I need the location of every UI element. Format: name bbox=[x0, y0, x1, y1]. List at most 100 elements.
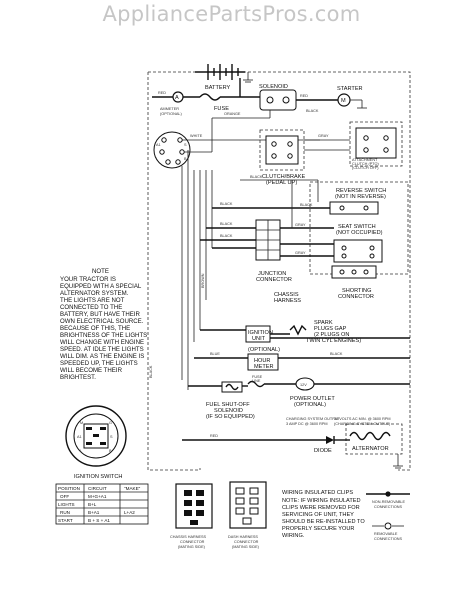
reverse-label-1: REVERSE SWITCH bbox=[336, 188, 386, 194]
note-line-2: ALTERNATOR SYSTEM. bbox=[60, 290, 129, 297]
reverse-switch: REVERSE SWITCH (NOT IN REVERSE) bbox=[329, 188, 386, 215]
wire-label-gray-2: GRAY bbox=[295, 223, 306, 227]
note-line-13: WILL BECOME THEIR bbox=[60, 367, 123, 374]
note-line-14: BRIGHTEST. bbox=[60, 374, 96, 381]
wire-label-orange: ORANGE bbox=[224, 112, 241, 116]
note-line-5: BATTERY, BUT HAVE THEIR bbox=[60, 311, 141, 318]
clutch-label-1: CLUTCH/BRAKE bbox=[262, 174, 305, 180]
wire-label-black-1: BLACK bbox=[220, 202, 233, 206]
clips-line-3: SERVICING OF UNIT, THEY bbox=[282, 512, 354, 518]
wire-label-brown: BROWN bbox=[201, 273, 205, 288]
shorting-connector: SHORTING CONNECTOR bbox=[331, 265, 377, 300]
dash-connector-label-2: CONNECTOR bbox=[234, 540, 259, 544]
note-heading: NOTE bbox=[92, 268, 109, 275]
charging-label-2: 3 AMP DC @ 3600 RPM bbox=[286, 422, 328, 426]
junction-label-2: CONNECTOR bbox=[256, 277, 292, 283]
legend: NON-REMOVABLE CONNECTIONS REMOVABLE CONN… bbox=[366, 491, 410, 541]
ground-symbol bbox=[243, 72, 253, 83]
wire-label-gray: GRAY bbox=[318, 134, 329, 138]
spark-label-2: PLUGS GAP bbox=[314, 326, 347, 332]
hour-label-1: (OPTIONAL) bbox=[248, 347, 280, 353]
ignition-unit: IGNITION UNIT bbox=[245, 325, 273, 343]
legend-removable-2: CONNECTIONS bbox=[374, 537, 403, 541]
dash-connector-label-1: DASH HARNESS bbox=[228, 535, 258, 539]
svg-text:M: M bbox=[80, 421, 83, 425]
spark-plug: SPARK PLUGS GAP (2 PLUGS ON TWIN CYL ENG… bbox=[289, 320, 361, 344]
reverse-label-2: (NOT IN REVERSE) bbox=[335, 194, 386, 200]
note-line-6: OWN ELECTRICAL SOURCE. bbox=[60, 318, 144, 325]
legend-non-removable-1: NON-REMOVABLE bbox=[372, 500, 406, 504]
wire-label-white: WHITE bbox=[190, 134, 203, 138]
shorting-label-2: CONNECTOR bbox=[338, 294, 374, 300]
wire-label-blue: BLUE bbox=[210, 352, 220, 356]
starter-symbol: M bbox=[341, 98, 346, 104]
charging-label-3: 20 VOLTS AC MIN. @ 3600 RPM bbox=[334, 417, 391, 421]
table-header-make: "MAKE" bbox=[124, 486, 141, 491]
note-block: NOTE YOUR TRACTOR IS EQUIPPED WITH A SPE… bbox=[60, 268, 147, 381]
note-line-10: SPEED. AT IDLE THE LIGHTS bbox=[60, 346, 144, 353]
chassis-connector-label-2: CONNECTOR bbox=[180, 540, 205, 544]
note-line-8: BRIGHTNESS OF THE LIGHTS bbox=[60, 332, 147, 339]
wire-label-black-6: BLACK bbox=[330, 352, 343, 356]
alternator-label: ALTERNATOR bbox=[352, 446, 389, 452]
table-header-circuit: CIRCUIT bbox=[88, 486, 107, 491]
svg-text:S: S bbox=[184, 143, 187, 147]
power-outlet: 12V POWER OUTLET (OPTIONAL) bbox=[290, 377, 335, 408]
note-line-1: EQUIPPED WITH A SPECIAL bbox=[60, 283, 142, 290]
note-line-7: BECAUSE OF THIS, THE bbox=[60, 325, 130, 332]
ammeter-sub-label: (OPTIONAL) bbox=[160, 112, 182, 116]
note-line-3: THE LIGHTS ARE NOT bbox=[60, 297, 125, 304]
note-line-12: SPEEDED UP, THE LIGHTS bbox=[60, 360, 138, 367]
wire-label-black-5: BLACK bbox=[250, 175, 263, 179]
harness-outline bbox=[147, 71, 411, 471]
chassis-harness-connector: CHASSIS HARNESS CONNECTOR (MATING SIDE) bbox=[170, 483, 213, 549]
hour-label-2: HOUR bbox=[254, 358, 270, 364]
junction-label-1: JUNCTION bbox=[258, 271, 286, 277]
switch-table: POSITION CIRCUIT "MAKE" OFF M+G+A1 LIGHT… bbox=[55, 483, 149, 525]
wire-label-gray-3: GRAY bbox=[295, 251, 306, 255]
ignition-switch-diagram: M G A1 S L B IGNITION SWITCH bbox=[65, 405, 127, 480]
power-outlet-label-1: POWER OUTLET bbox=[290, 396, 335, 402]
fuse: FUSE bbox=[199, 93, 229, 112]
table-cell: M+G+A1 bbox=[88, 494, 107, 499]
fuse-line-label-2: LINE bbox=[252, 379, 261, 383]
spark-label-3: (2 PLUGS ON bbox=[314, 332, 349, 338]
fuel-label-1: FUEL SHUT-OFF bbox=[206, 402, 250, 408]
battery-label: BATTERY bbox=[205, 85, 231, 91]
chassis-connector-label-1: CHASSIS HARNESS bbox=[170, 535, 207, 539]
wire-label-red-2: RED bbox=[210, 434, 218, 438]
dash-harness-connector: DASH HARNESS CONNECTOR (MATING SIDE) bbox=[228, 481, 267, 549]
note-line-11: WILL DIM. AS THE ENGINE IS bbox=[60, 353, 144, 360]
wire-label-red-starter: RED bbox=[300, 94, 308, 98]
note-line-0: YOUR TRACTOR IS bbox=[60, 276, 116, 283]
wire-label-black-3: BLACK bbox=[220, 234, 233, 238]
spark-label-1: SPARK bbox=[314, 320, 333, 326]
clips-line-6: WIRING. bbox=[282, 533, 305, 539]
attachment-clutch: ATTACHMENT CLUTCH (PTO) (CLUTCH OFF) bbox=[349, 121, 403, 170]
starter-label: STARTER bbox=[337, 86, 363, 92]
diode: DIODE bbox=[314, 436, 335, 454]
solenoid-label: SOLENOID bbox=[259, 84, 288, 90]
hour-label-3: METER bbox=[254, 364, 274, 370]
hour-meter: (OPTIONAL) HOUR METER bbox=[247, 347, 280, 371]
solenoid: SOLENOID bbox=[259, 84, 297, 111]
removable-marker bbox=[384, 522, 392, 530]
spark-label-4: TWIN CYL ENGINES) bbox=[306, 338, 361, 344]
note-line-9: WILL CHANGE WITH ENGINE bbox=[60, 339, 144, 346]
note-line-4: CONNECTED TO THE bbox=[60, 304, 122, 311]
wire-label-black-2: BLACK bbox=[220, 222, 233, 226]
table-cell: B+A1 bbox=[88, 510, 100, 515]
junction-connector: JUNCTION CONNECTOR bbox=[255, 219, 292, 283]
svg-text:A1: A1 bbox=[77, 435, 82, 439]
svg-text:G: G bbox=[109, 421, 112, 425]
table-cell: LIGHTS bbox=[58, 502, 75, 507]
power-outlet-label-2: (OPTIONAL) bbox=[294, 402, 326, 408]
table-cell: L+A2 bbox=[124, 510, 135, 515]
ignition-unit-label-2: UNIT bbox=[252, 336, 266, 342]
ignition-switch-label: IGNITION SWITCH bbox=[74, 474, 122, 480]
svg-text:B: B bbox=[184, 157, 187, 161]
ammeter: A AMMETER (OPTIONAL) bbox=[160, 91, 184, 116]
ground-symbol-bottom bbox=[393, 454, 403, 469]
clips-line-5: PROPERLY SECURE YOUR bbox=[282, 526, 354, 532]
